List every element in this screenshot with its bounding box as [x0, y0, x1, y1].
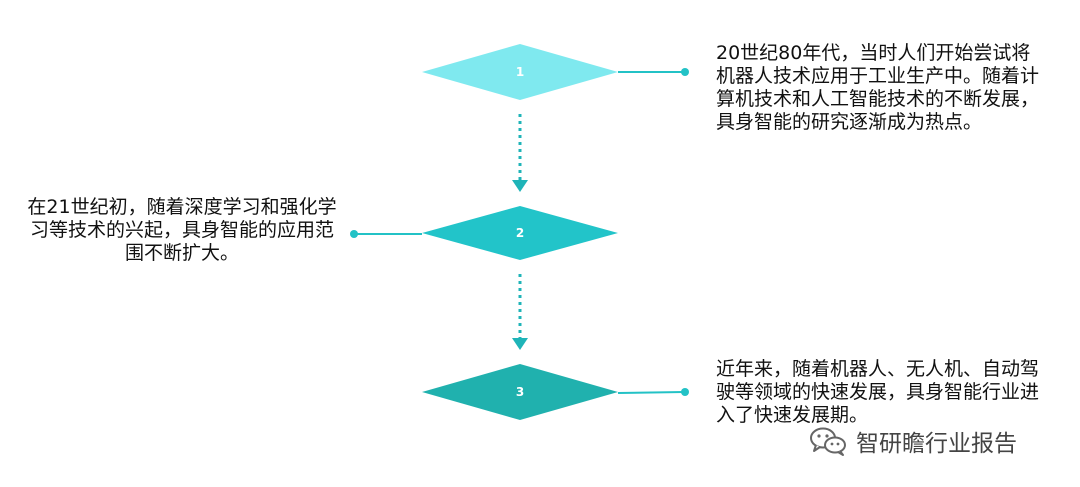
wechat-icon: [810, 427, 846, 456]
arrow-2-3: [512, 338, 528, 350]
step-3-number: 3: [516, 385, 524, 399]
step-3-note-dot: [681, 388, 689, 396]
step-3-diamond: [422, 364, 618, 420]
step-1-description: 20世纪80年代，当时人们开始尝试将机器人技术应用于工业生产中。随着计算机技术和…: [716, 42, 1040, 133]
step-2-diamond: [422, 206, 618, 260]
watermark-text: 智研瞻行业报告: [856, 431, 1017, 457]
step-2-description: 在21世纪初，随着深度学习和强化学习等技术的兴起，具身智能的应用范围不断扩大。: [27, 196, 337, 264]
step-2-note-dot: [350, 230, 358, 238]
step-1-diamond: [422, 44, 618, 100]
step-3-description: 近年来，随着机器人、无人机、自动驾驶等领域的快速发展，具身智能行业进入了快速发展…: [716, 358, 1040, 426]
step-1-number: 1: [516, 65, 524, 79]
step-2-number: 2: [516, 226, 524, 240]
step-1-note-dot: [681, 68, 689, 76]
watermark: 智研瞻行业报告: [808, 424, 1017, 458]
step-3-note-line: [617, 391, 685, 394]
arrow-1-2: [512, 180, 528, 192]
